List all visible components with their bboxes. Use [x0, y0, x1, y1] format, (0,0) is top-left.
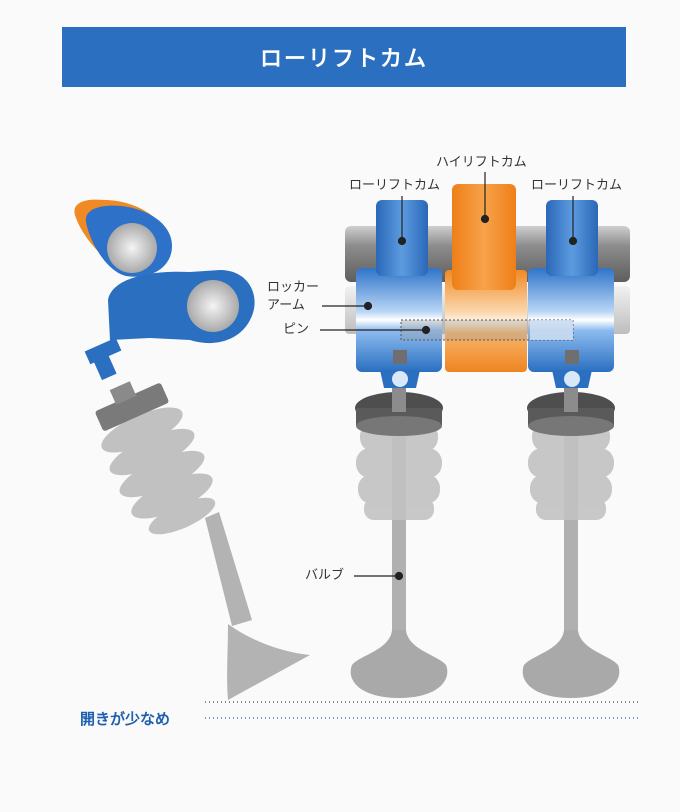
page-title: ローリフトカム [259, 47, 428, 72]
leader-lines [320, 172, 578, 581]
lift-reference-lines [205, 701, 640, 719]
label-rocker-arm-line2: アーム [267, 298, 305, 313]
label-low-lift-cam-left: ローリフトカム [349, 178, 441, 193]
leader-dot-pin [421, 325, 431, 335]
leader-dot-low-cam-left [397, 236, 407, 246]
side-valve [205, 512, 310, 700]
side-valve-retainer [95, 381, 169, 431]
label-low-lift-cam-right: ローリフトカム [531, 178, 623, 193]
side-adjuster [84, 337, 122, 381]
label-rocker-arm-line1: ロッカー [267, 280, 320, 295]
rocker-arm-left [356, 268, 442, 388]
label-valve: バルブ [305, 568, 345, 583]
side-rocker-arm [108, 270, 255, 344]
valve-right [522, 382, 620, 698]
side-view [74, 199, 310, 700]
opening-label: 開きが少なめ [80, 710, 171, 728]
leader-dot-valve [394, 571, 404, 581]
leader-dot-rocker-arm [363, 301, 373, 311]
front-view [345, 184, 630, 698]
label-high-lift-cam: ハイリフトカム [436, 155, 527, 170]
sync-pin [400, 319, 574, 341]
title-banner: ローリフトカム [62, 27, 626, 87]
leader-dot-low-cam-right [568, 236, 578, 246]
valve-left [350, 382, 448, 698]
cam-lobe-high [452, 184, 516, 290]
leader-dot-high-cam [480, 214, 490, 224]
rocker-arm-center [445, 270, 527, 372]
label-pin: ピン [283, 322, 310, 337]
side-valve-spring [101, 407, 216, 535]
side-cams [74, 199, 172, 277]
